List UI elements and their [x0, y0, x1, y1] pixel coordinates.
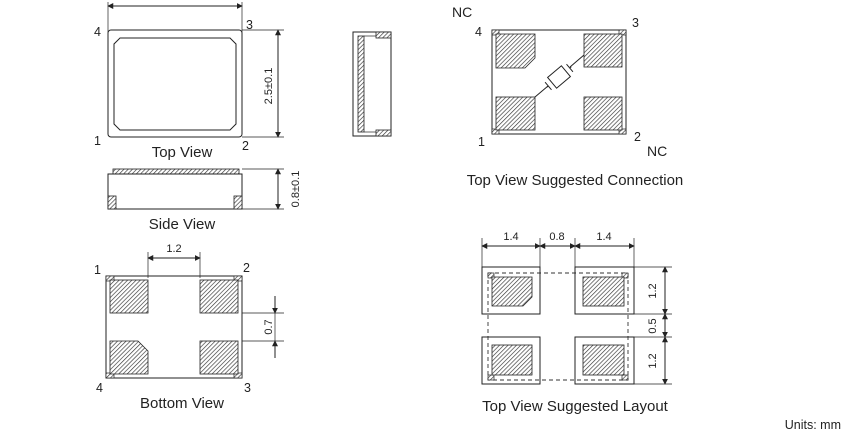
side-view: 0.8±0.1 Side View — [107, 168, 302, 233]
top-view-body — [107, 29, 243, 138]
bottom-pad-3 — [199, 340, 239, 375]
top-view-lid — [113, 37, 237, 131]
bottom-view: 1.2 0.7 1 2 4 3 Bottom View — [94, 243, 284, 412]
connection-pin-3: 3 — [632, 16, 639, 30]
connection-pin-4: 4 — [475, 25, 482, 39]
layout-pad-2 — [582, 344, 625, 376]
suggested-connection: NC 4 3 1 2 NC Top View Suggested Connect… — [452, 4, 683, 189]
bottom-view-pin-4: 4 — [96, 381, 103, 395]
layout-footprint-outline — [487, 272, 629, 381]
top-view-caption: Top View — [152, 144, 213, 161]
side-view-lid — [112, 168, 240, 175]
connection-body — [491, 29, 627, 135]
layout-pad-1 — [491, 344, 533, 376]
bottom-view-gap-dim: 0.7 — [263, 319, 275, 334]
units-label: Units: mm — [785, 418, 841, 432]
connection-pin-1: 1 — [478, 135, 485, 149]
top-view-pin-4: 4 — [94, 25, 101, 39]
layout-dim-mid: 0.8 — [549, 231, 564, 243]
bottom-view-pin-3: 3 — [244, 381, 251, 395]
layout-pad-4 — [491, 276, 533, 307]
top-view: 2.5±0.1 4 3 1 2 Top View — [94, 2, 284, 161]
connection-nc-bottom: NC — [647, 143, 667, 159]
connection-pin-2: 2 — [634, 130, 641, 144]
edge-view-body — [352, 31, 392, 137]
bottom-pad-4 — [109, 340, 149, 375]
bottom-pad-1 — [109, 279, 149, 314]
connection-pad-4 — [495, 33, 536, 69]
top-view-pin-2: 2 — [242, 139, 249, 153]
layout-land-3 — [574, 266, 635, 315]
layout-pad-3 — [582, 276, 625, 307]
layout-dim-right: 1.4 — [596, 231, 611, 243]
bottom-view-pin-2: 2 — [243, 261, 250, 275]
top-view-height-dim: 2.5±0.1 — [263, 68, 275, 105]
top-view-pin-1: 1 — [94, 134, 101, 148]
bottom-pad-2 — [199, 279, 239, 314]
suggested-layout: 1.4 0.8 1.4 1.2 0.5 1.2 Top View Suggest… — [481, 231, 672, 415]
connection-nc-top: NC — [452, 4, 472, 20]
layout-caption: Top View Suggested Layout — [482, 398, 669, 415]
layout-dim-v-top: 1.2 — [647, 283, 659, 298]
layout-land-4 — [481, 266, 541, 315]
side-view-caption: Side View — [149, 216, 216, 233]
side-view-body — [107, 173, 243, 210]
bottom-view-pin-1: 1 — [94, 263, 101, 277]
connection-pad-1 — [495, 96, 536, 131]
layout-dim-v-mid: 0.5 — [647, 318, 659, 333]
connection-caption: Top View Suggested Connection — [467, 172, 684, 189]
crystal-symbol — [544, 63, 574, 91]
layout-dim-left: 1.4 — [503, 231, 518, 243]
layout-dim-v-bottom: 1.2 — [647, 353, 659, 368]
layout-land-2 — [574, 336, 635, 385]
side-view-height-dim: 0.8±0.1 — [290, 171, 302, 208]
bottom-view-pad-width-dim: 1.2 — [166, 243, 181, 255]
layout-land-1 — [481, 336, 541, 385]
connection-pad-2 — [583, 96, 623, 131]
connection-pad-3 — [583, 33, 623, 68]
edge-view — [352, 31, 392, 137]
bottom-view-caption: Bottom View — [140, 395, 224, 412]
bottom-view-body — [105, 275, 243, 379]
top-view-pin-3: 3 — [246, 18, 253, 32]
